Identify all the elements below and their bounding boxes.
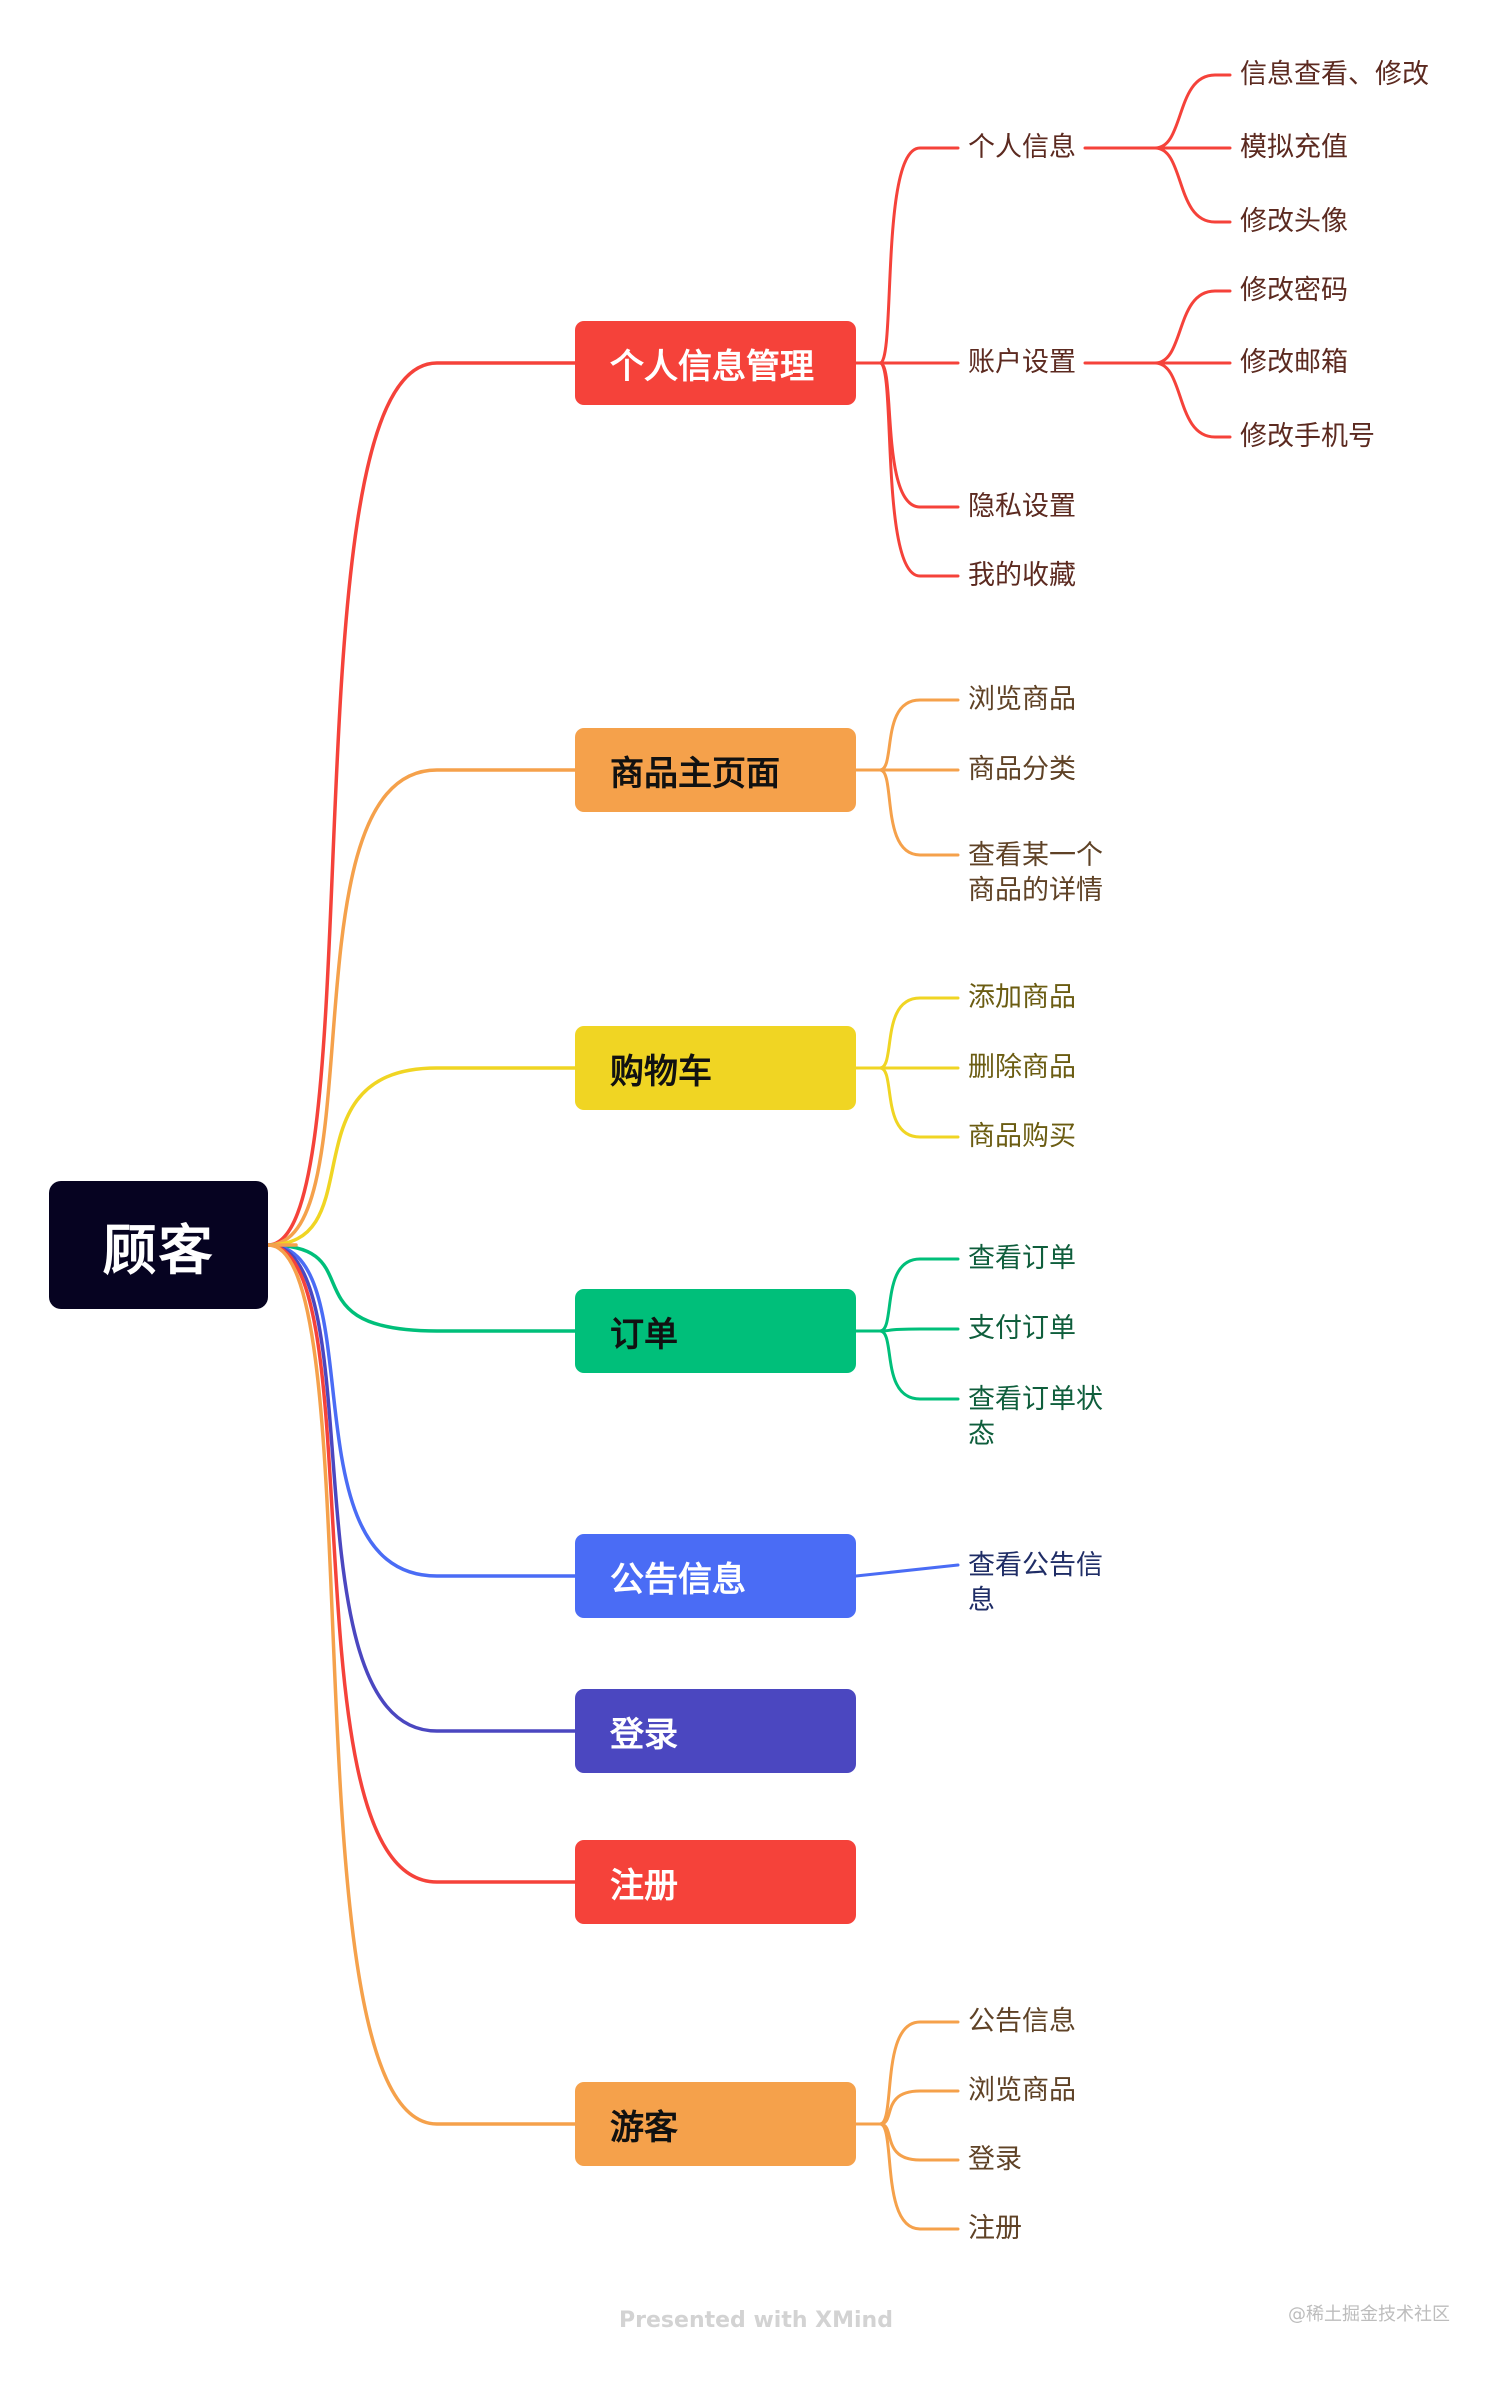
connector-cart-child-0 (854, 996, 960, 1070)
node-notice-0[interactable]: 查看公告信 息 (968, 1549, 1103, 1616)
watermark-text: @稀土掘金技术社区 (1288, 2304, 1450, 2325)
connector-home-child-0 (854, 698, 960, 772)
node-home-2[interactable]: 查看某一个 商品的详情 (968, 839, 1103, 906)
connector-profile-child-2 (854, 361, 960, 509)
node-guest-1[interactable]: 浏览商品 (968, 2075, 1076, 2106)
connector-root-to-register (266, 1243, 577, 1884)
connector-order-child-2 (854, 1329, 960, 1401)
node-profile-2[interactable]: 隐私设置 (968, 491, 1076, 522)
branch-node-notice[interactable]: 公告信息 (575, 1534, 856, 1618)
connector-root-to-home (266, 768, 577, 1247)
branch-label-guest: 游客 (610, 2107, 678, 2148)
connector-guest-child-2 (854, 2122, 960, 2162)
node-profile-0-2[interactable]: 修改头像 (1240, 206, 1348, 237)
branch-node-order[interactable]: 订单 (575, 1289, 856, 1373)
connector-profile-1-grand-0 (1153, 289, 1232, 365)
node-home-0[interactable]: 浏览商品 (968, 684, 1076, 715)
connector-profile-child-3 (854, 361, 960, 578)
node-guest-2[interactable]: 登录 (968, 2144, 1022, 2175)
branch-label-register: 注册 (610, 1865, 678, 1906)
branch-node-profile[interactable]: 个人信息管理 (575, 321, 856, 405)
node-order-1[interactable]: 支付订单 (968, 1313, 1076, 1344)
connector-guest-child-0 (854, 2020, 960, 2126)
node-profile-0-0[interactable]: 信息查看、修改 (1240, 59, 1429, 90)
node-cart-1[interactable]: 删除商品 (968, 1052, 1076, 1083)
connector-root-to-guest (266, 1243, 577, 2126)
connector-root-to-order (266, 1243, 577, 1333)
connector-root-to-profile (266, 361, 577, 1247)
branch-node-register[interactable]: 注册 (575, 1840, 856, 1924)
branch-label-home: 商品主页面 (610, 753, 780, 794)
node-cart-2[interactable]: 商品购买 (968, 1121, 1076, 1152)
node-guest-0[interactable]: 公告信息 (968, 2006, 1076, 2037)
connector-profile-0-grand-0 (1153, 73, 1232, 150)
connector-profile-1-grand-2 (1153, 361, 1232, 439)
connector-order-child-0 (854, 1257, 960, 1333)
node-order-2[interactable]: 查看订单状 态 (968, 1383, 1103, 1450)
root-node-label: 顾客 (102, 1218, 215, 1282)
connector-home-child-2 (854, 768, 960, 857)
branch-label-login: 登录 (610, 1714, 678, 1755)
branch-node-guest[interactable]: 游客 (575, 2082, 856, 2166)
node-home-1[interactable]: 商品分类 (968, 754, 1076, 785)
connector-root-to-cart (266, 1066, 577, 1247)
node-profile-3[interactable]: 我的收藏 (968, 560, 1076, 591)
connector-guest-child-1 (854, 2089, 960, 2126)
root-node-customer[interactable]: 顾客 (49, 1181, 268, 1309)
node-profile-1-1[interactable]: 修改邮箱 (1240, 347, 1348, 378)
node-profile-1-0[interactable]: 修改密码 (1240, 275, 1348, 306)
node-guest-3[interactable]: 注册 (968, 2213, 1022, 2244)
branch-label-order: 订单 (610, 1314, 678, 1355)
connector-guest-child-3 (854, 2122, 960, 2231)
connector-notice-child-0 (854, 1563, 960, 1578)
connector-root-to-login (266, 1243, 577, 1733)
branch-node-cart[interactable]: 购物车 (575, 1026, 856, 1110)
connector-profile-child-0 (854, 146, 960, 365)
node-profile-0[interactable]: 个人信息 (968, 132, 1076, 163)
node-cart-0[interactable]: 添加商品 (968, 982, 1076, 1013)
branch-label-profile: 个人信息管理 (610, 346, 814, 387)
node-profile-0-1[interactable]: 模拟充值 (1240, 132, 1348, 163)
node-profile-1-2[interactable]: 修改手机号 (1240, 421, 1375, 452)
connector-profile-0-grand-2 (1153, 146, 1232, 224)
node-profile-1[interactable]: 账户设置 (968, 347, 1076, 378)
branch-label-cart: 购物车 (610, 1051, 712, 1092)
branch-node-login[interactable]: 登录 (575, 1689, 856, 1773)
branch-label-notice: 公告信息 (610, 1559, 746, 1600)
branch-node-home[interactable]: 商品主页面 (575, 728, 856, 812)
connector-root-to-notice (266, 1243, 577, 1578)
connector-cart-child-2 (854, 1066, 960, 1139)
presented-with-footer: Presented with XMind (619, 2308, 893, 2333)
node-order-0[interactable]: 查看订单 (968, 1243, 1076, 1274)
